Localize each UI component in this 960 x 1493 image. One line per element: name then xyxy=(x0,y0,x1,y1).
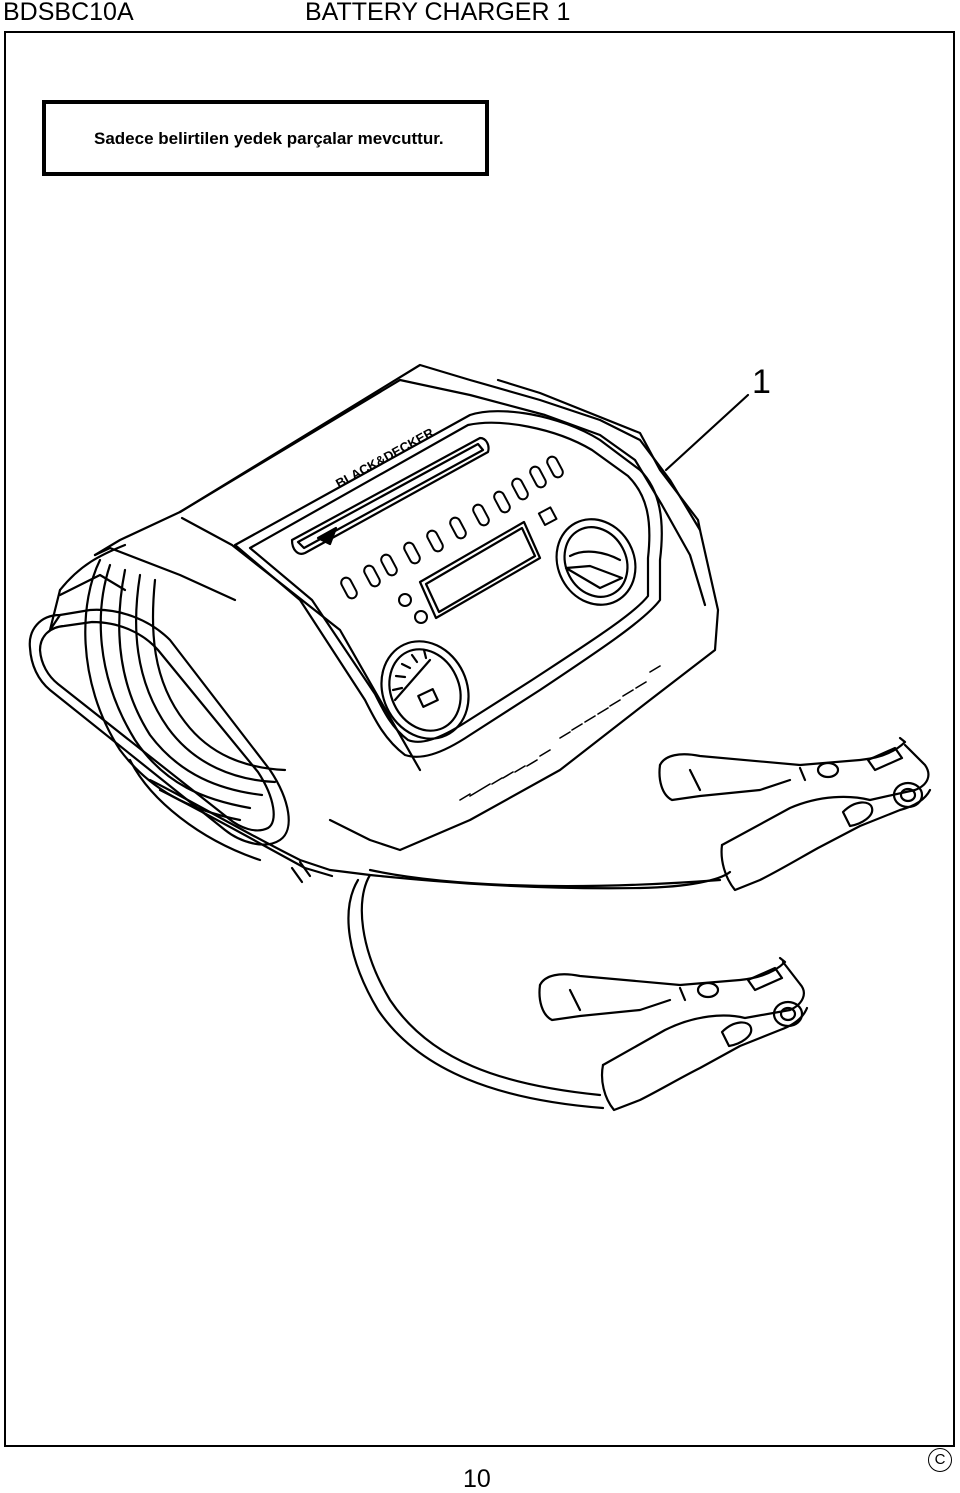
notice-box: Sadece belirtilen yedek parçalar mevcutt… xyxy=(42,100,489,176)
ammeter-gauge xyxy=(380,640,470,740)
clamp-cables xyxy=(148,778,732,1110)
front-handle xyxy=(28,573,290,846)
notice-text: Sadece belirtilen yedek parçalar mevcutt… xyxy=(94,129,444,148)
model-number: BDSBC10A xyxy=(3,0,134,26)
vent-slots xyxy=(459,665,661,801)
upper-battery-clamp xyxy=(658,736,932,892)
lcd-display xyxy=(418,520,542,620)
page-frame xyxy=(4,31,955,1447)
indicator-leds xyxy=(340,455,564,624)
lower-battery-clamp xyxy=(538,956,809,1112)
callout-number: 1 xyxy=(752,363,771,401)
charger-housing xyxy=(48,363,720,852)
callout-leader-line xyxy=(664,393,750,472)
selector-knob xyxy=(555,518,637,606)
document-title: BATTERY CHARGER 1 xyxy=(305,0,571,26)
page-number: 10 xyxy=(463,1465,491,1493)
copyright-icon: C xyxy=(928,1448,952,1472)
cable-coil xyxy=(84,558,287,862)
